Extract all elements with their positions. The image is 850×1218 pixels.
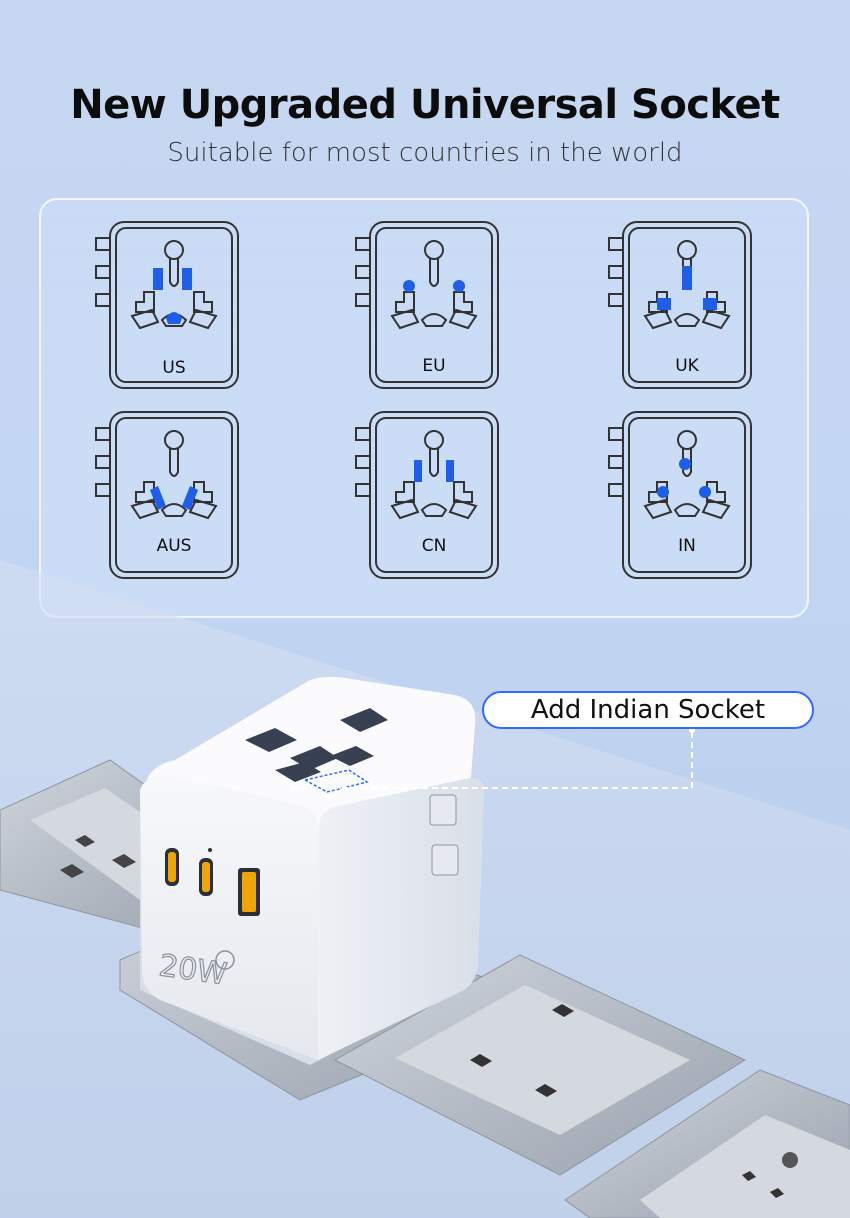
eu-socket-icon bbox=[355, 221, 499, 389]
socket-label-eu: EU bbox=[422, 356, 446, 376]
socket-card-aus: AUS bbox=[92, 410, 252, 585]
socket-label-uk: UK bbox=[675, 356, 699, 376]
socket-label-aus: AUS bbox=[156, 536, 192, 556]
product-scene: 20W bbox=[0, 560, 850, 1218]
aus-socket-icon bbox=[95, 411, 239, 579]
socket-card-us: US bbox=[92, 220, 252, 395]
us-socket-icon bbox=[95, 221, 239, 389]
socket-label-us: US bbox=[162, 358, 186, 378]
callout-connector bbox=[292, 730, 693, 789]
lightning-icon bbox=[215, 950, 235, 970]
socket-types-panel bbox=[39, 198, 809, 618]
page-subtitle: Suitable for most countries in the world bbox=[167, 138, 683, 168]
in-socket-icon bbox=[608, 411, 752, 579]
socket-card-cn: CN bbox=[352, 410, 512, 585]
cn-socket-icon bbox=[355, 411, 499, 579]
adapter-cube bbox=[140, 676, 484, 1065]
wall-socket-right bbox=[564, 1069, 850, 1218]
uk-socket-icon bbox=[608, 221, 752, 389]
socket-card-uk: UK bbox=[605, 220, 765, 395]
add-indian-socket-callout: Add Indian Socket bbox=[482, 691, 814, 729]
socket-card-eu: EU bbox=[352, 220, 512, 395]
page-title: New Upgraded Universal Socket bbox=[70, 82, 780, 128]
socket-label-cn: CN bbox=[421, 536, 447, 556]
socket-label-in: IN bbox=[678, 536, 696, 556]
socket-card-in: IN bbox=[605, 410, 765, 585]
